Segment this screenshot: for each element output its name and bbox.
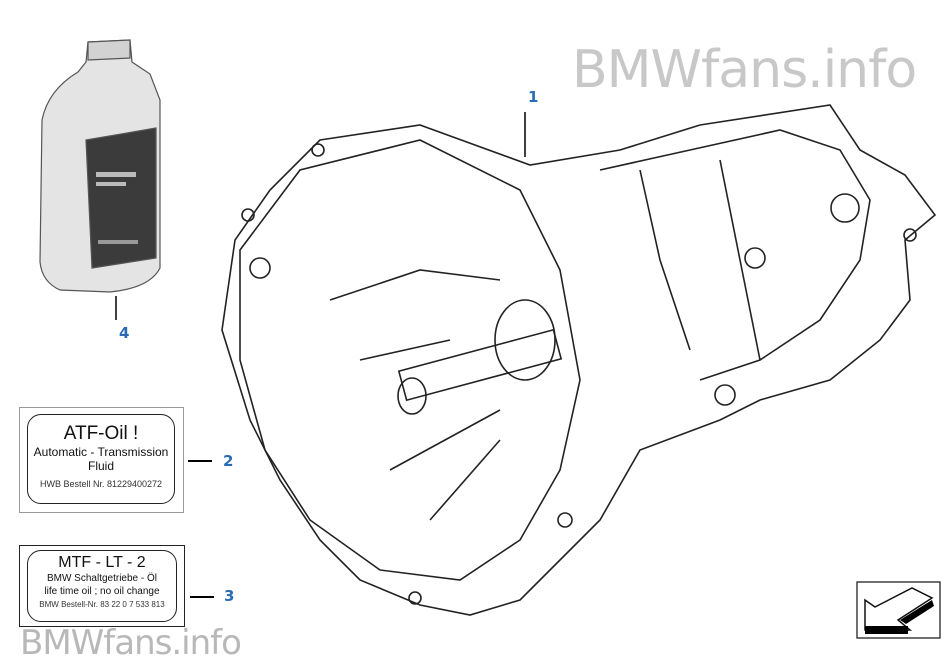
callout-2[interactable]: 2 [223, 452, 234, 470]
oil-bottle [39, 39, 161, 293]
atf-label-line1: Automatic - Transmission [33, 445, 169, 459]
mtf-label-line2: life time oil ; no oil change [44, 586, 160, 597]
callout-3[interactable]: 3 [224, 587, 235, 605]
atf-label-title: ATF-Oil ! [63, 423, 139, 444]
watermark-top: BMWfans.info [572, 40, 917, 100]
callout-1[interactable]: 1 [528, 88, 539, 106]
atf-oil-label: ATF-Oil ! Automatic - Transmission Fluid… [19, 407, 184, 513]
mtf-label-line3: BMW Bestell-Nr. 83 22 0 7 533 813 [39, 600, 165, 609]
atf-label-line3: HWB Bestell Nr. 81229400272 [39, 479, 163, 489]
mtf-oil-label: MTF - LT - 2 BMW Schaltgetriebe - Öl lif… [19, 545, 185, 627]
watermark-bottom: BMWfans.info [20, 623, 242, 663]
mtf-label-title: MTF - LT - 2 [58, 554, 146, 571]
leader-line-2 [188, 460, 212, 462]
orientation-arrow-icon [856, 581, 941, 639]
atf-label-line2: Fluid [87, 459, 114, 473]
mtf-label-line1: BMW Schaltgetriebe - Öl [46, 573, 158, 584]
leader-line-3 [190, 596, 214, 598]
manual-transmission [221, 104, 937, 616]
callout-4[interactable]: 4 [119, 324, 130, 342]
